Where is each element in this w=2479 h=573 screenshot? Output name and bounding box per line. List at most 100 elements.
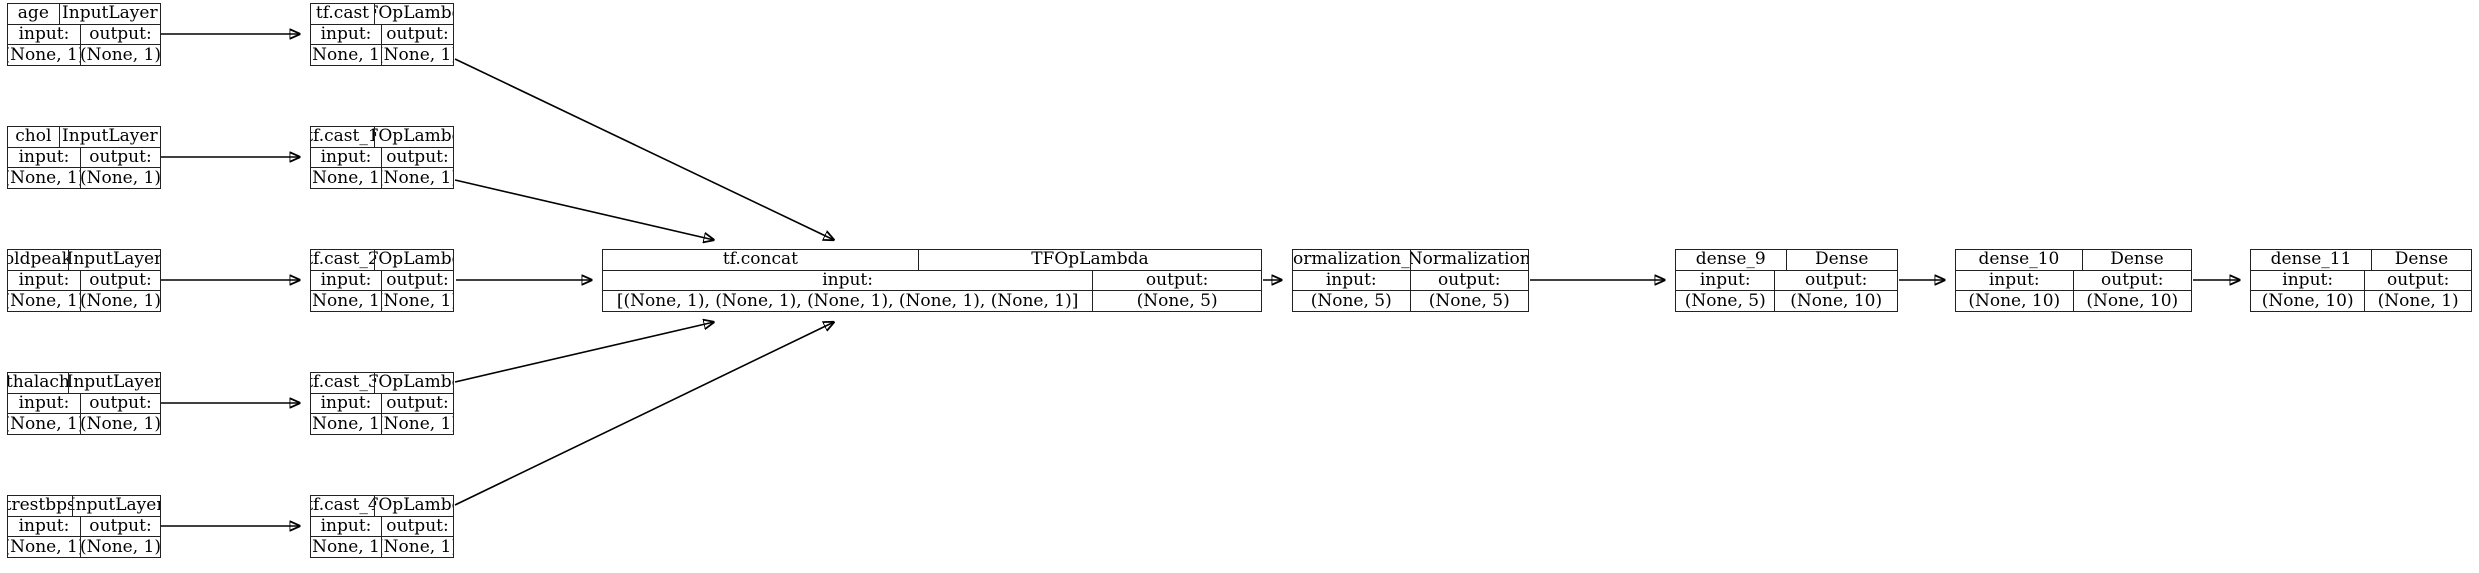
input-label: input: (311, 270, 382, 291)
node-class: TFOpLambda (375, 127, 453, 147)
node-class: Dense (2110, 250, 2164, 270)
node-io-label-row: input:output: (1956, 270, 2191, 292)
node-name: tf.cast_4 (311, 496, 375, 516)
output-label: output: (386, 147, 449, 167)
node-name: trestbps (8, 496, 74, 516)
output-label: output: (386, 516, 449, 536)
node-io-label-row: input:output: (8, 270, 160, 292)
input-label: input: (8, 147, 81, 168)
node-header-row: dense_10 Dense (1956, 250, 2191, 271)
node-normalization_2[interactable]: normalization_2Normalizationinput: output… (1292, 249, 1529, 312)
node-header-row: tf.cast_2TFOpLambda (311, 250, 453, 271)
node-name: tf.cast_3 (311, 373, 375, 393)
node-tf_cast_3[interactable]: tf.cast_3TFOpLambdainput:output:(None, 1… (310, 372, 454, 435)
node-shape-row: [(None, 1), (None, 1), (None, 1), (None,… (603, 291, 1261, 312)
output-label: output: (2386, 270, 2450, 290)
node-class: InputLayer (73, 496, 160, 516)
node-tf_cast_1[interactable]: tf.cast_1TFOpLambdainput:output:(None, 1… (310, 126, 454, 189)
output-shape: (None, 5) (1428, 291, 1510, 311)
node-io-label-row: input:output: (311, 393, 453, 415)
edge-tf_cast_4-to-tf_concat (454, 322, 834, 506)
node-class: TFOpLambda (375, 4, 453, 24)
node-shape-row: (None, 10) (None, 1) (2251, 291, 2471, 312)
input-shape: (None, 5) (1676, 291, 1776, 312)
node-header-row: tf.castTFOpLambda (311, 4, 453, 25)
input-shape: (None, 10) (1956, 291, 2074, 312)
node-name: age (8, 4, 60, 24)
node-tf_cast_4[interactable]: tf.cast_4TFOpLambdainput:output:(None, 1… (310, 495, 454, 558)
node-io-label-row: input: output: (8, 147, 160, 169)
node-io-label-row: input:output: (311, 270, 453, 292)
output-label: output: (89, 270, 152, 290)
output-shape: [(None, 1)] (80, 291, 160, 311)
node-name: dense_10 (1956, 250, 2083, 270)
node-class: Normalization (1410, 250, 1529, 270)
node-io-label-row: input:output: (8, 24, 160, 46)
node-io-label-row: input:output: (311, 24, 453, 46)
node-name: tf.cast_1 (311, 127, 375, 147)
input-shape: [(None, 1)] (8, 291, 81, 312)
node-name: thalach (8, 373, 69, 393)
node-class: Dense (1815, 250, 1869, 270)
node-shape-row: [(None, 1)][(None, 1)] (8, 291, 160, 312)
output-label: output: (89, 147, 152, 167)
input-label: input: (1676, 270, 1776, 291)
node-shape-row: (None, 5) (None, 10) (1676, 291, 1897, 312)
output-shape: [(None, 1)] (80, 45, 160, 65)
input-label: input: (311, 24, 382, 45)
output-shape: (None, 10) (1790, 291, 1883, 311)
node-class: InputLayer (62, 4, 158, 24)
node-name: normalization_2 (1293, 250, 1411, 270)
node-header-row: normalization_2Normalization (1293, 250, 1528, 271)
node-shape-row: (None, 5)(None, 5) (1293, 291, 1528, 312)
node-class: InputLayer (68, 250, 160, 270)
output-shape: (None, 10) (2086, 291, 2179, 311)
node-shape-row: (None, 1)(None, 1) (311, 45, 453, 66)
node-name: dense_11 (2251, 250, 2372, 270)
node-io-label-row: input: output: (2251, 270, 2471, 292)
output-label: output: (1145, 270, 1209, 290)
input-shape: [(None, 1)] (8, 45, 81, 66)
input-label: input: (311, 147, 382, 168)
input-shape: (None, 1) (311, 414, 382, 435)
output-label: output: (386, 393, 449, 413)
input-shape: [(None, 1), (None, 1), (None, 1), (None,… (603, 291, 1094, 312)
input-label: input: (8, 516, 81, 537)
input-label: input: (1293, 270, 1411, 291)
output-shape: (None, 5) (1136, 291, 1218, 311)
node-class: InputLayer (62, 127, 158, 147)
input-shape: [(None, 1)] (8, 168, 81, 189)
node-header-row: oldpeakInputLayer (8, 250, 160, 271)
input-shape: (None, 10) (2251, 291, 2366, 312)
node-oldpeak[interactable]: oldpeakInputLayerinput:output:[(None, 1)… (7, 249, 161, 312)
output-label: output: (1438, 270, 1501, 290)
node-io-label-row: input:output: (1676, 270, 1897, 292)
node-tf_cast_2[interactable]: tf.cast_2TFOpLambdainput:output:(None, 1… (310, 249, 454, 312)
output-shape: [(None, 1)] (80, 168, 160, 188)
node-io-label-row: input:output: (8, 516, 160, 538)
output-shape: (None, 1) (2377, 291, 2459, 311)
node-io-label-row: input:output: (8, 393, 160, 415)
node-io-label-row: input: output: (603, 270, 1261, 292)
input-label: input: (2251, 270, 2366, 291)
input-label: input: (8, 24, 81, 45)
input-label: input: (311, 393, 382, 414)
input-label: input: (311, 516, 382, 537)
node-shape-row: (None, 1)(None, 1) (311, 168, 453, 189)
node-tf_cast[interactable]: tf.castTFOpLambdainput:output:(None, 1)(… (310, 3, 454, 66)
input-label: input: (603, 270, 1094, 291)
